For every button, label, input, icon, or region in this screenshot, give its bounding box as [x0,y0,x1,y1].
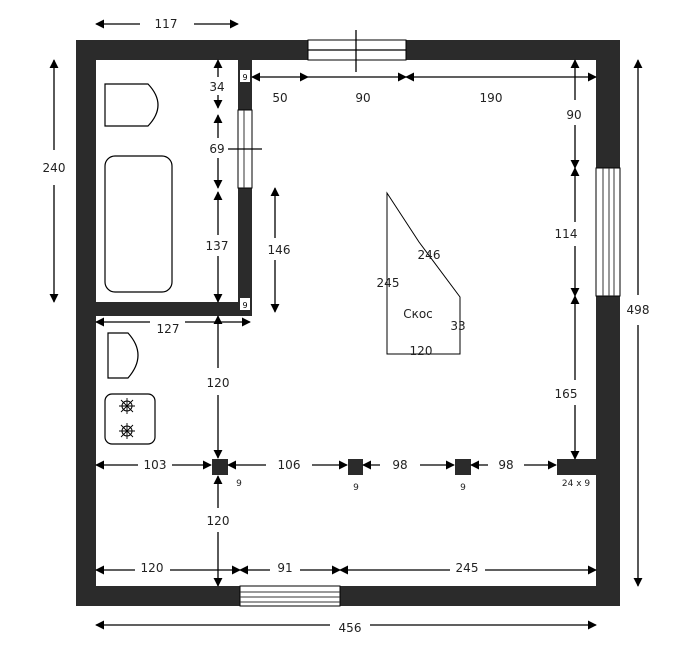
right-window [595,167,621,297]
columns: 9 9 9 24 x 9 [212,459,596,493]
dim-right-height: 498 [627,303,650,317]
top-window [307,30,407,72]
dim-bath-mid: 69 [209,142,224,156]
dim-top-width: 117 [155,17,178,31]
dim-top-seg-1: 50 [272,91,287,105]
post-bottom-label: 9 [242,301,247,310]
slope-height: 245 [377,276,400,290]
sink-icon [107,332,139,379]
dim-col1-up: 120 [207,376,230,390]
dim-bath-bottom: 127 [157,322,180,336]
outer-walls [76,40,620,606]
column-2-size: 9 [353,483,359,493]
column-1 [212,459,228,475]
dim-row-left: 103 [144,458,167,472]
toilet-icon [104,83,159,127]
beam [557,459,596,475]
dim-row-seg-1: 106 [278,458,301,472]
left-wall [76,40,96,606]
right-wall [596,40,620,606]
column-3-size: 9 [460,483,466,493]
bottom-window [239,585,341,607]
column-2 [348,459,363,475]
slope-diagonal: 246 [418,248,441,262]
bottom-wall [76,586,620,606]
dim-right-seg-3: 165 [555,387,578,401]
dim-top-seg-3: 190 [480,91,503,105]
post-top-label: 9 [242,73,247,82]
beam-size: 24 x 9 [562,479,591,489]
post-top-box [240,70,250,82]
burner-icon [119,398,135,414]
column-1-size: 9 [236,479,242,489]
dim-top-seg-2: 90 [355,91,370,105]
post-bottom-box [240,298,250,310]
dim-right-seg-2: 114 [555,227,578,241]
dim-left-height: 240 [43,161,66,175]
partition-horizontal [96,302,252,316]
dimension-labels: 117 240 498 456 34 69 137 146 127 50 90 … [43,17,650,635]
dim-bath-top: 34 [209,80,224,94]
slope-base: 120 [410,344,433,358]
burner-icon [119,423,135,439]
dim-row-seg-3: 98 [498,458,513,472]
bathtub-icon [104,155,173,293]
dim-bath-partition: 146 [268,243,291,257]
stove-icon [104,393,156,445]
slope-outline: Скос 245 246 33 120 [377,191,466,358]
slope-label: Скос [403,307,433,321]
dim-right-seg-1: 90 [566,108,581,122]
column-3 [455,459,471,475]
dimension-lines [49,19,643,630]
dim-bottom-width: 456 [339,621,362,635]
dim-bottom-seg-1: 120 [141,561,164,575]
dim-row-seg-2: 98 [392,458,407,472]
dim-bath-low: 137 [206,239,229,253]
fixtures [104,83,173,445]
dim-bottom-seg-2: 91 [277,561,292,575]
dim-col1-down: 120 [207,514,230,528]
dim-bottom-seg-3: 245 [456,561,479,575]
slope-short-side: 33 [450,319,465,333]
